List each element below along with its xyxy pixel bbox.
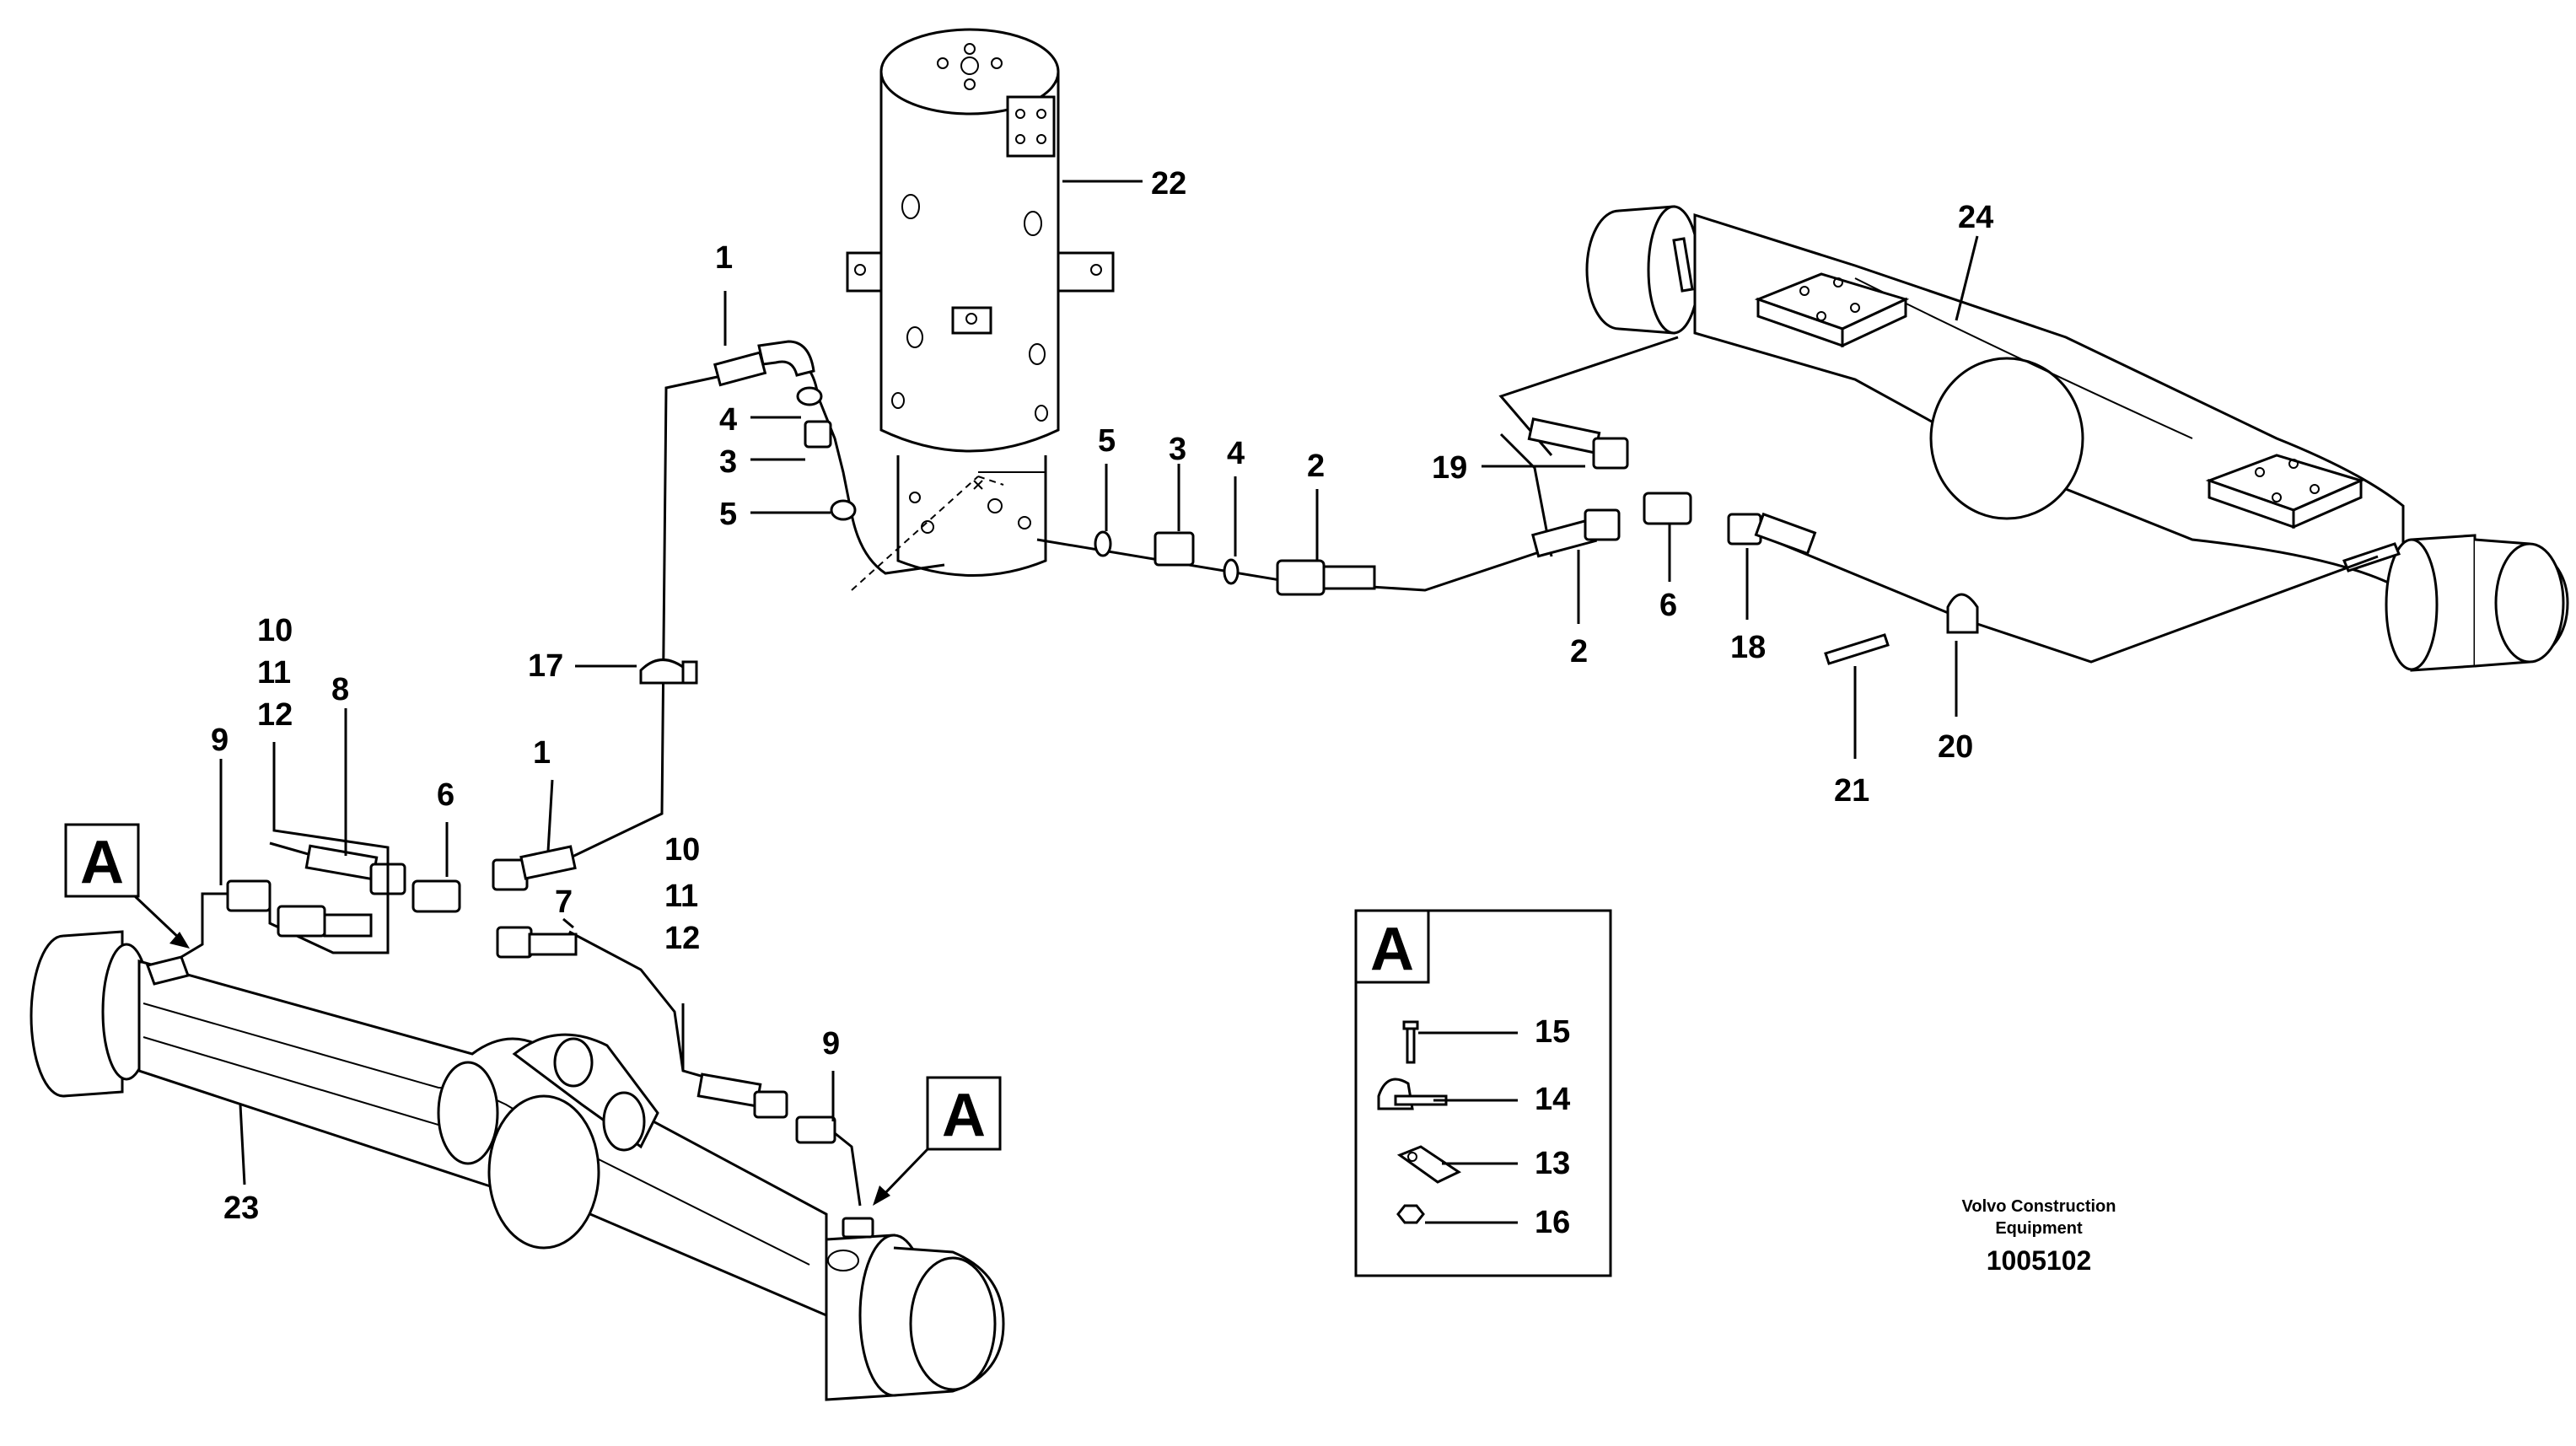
brand-line-2: Equipment — [1995, 1219, 2083, 1238]
front-axle — [30, 930, 1005, 1401]
label-5-mid: 5 — [1098, 423, 1116, 459]
svg-text:A: A — [1370, 916, 1414, 983]
label-21: 21 — [1834, 773, 1869, 809]
label-5-upper: 5 — [719, 497, 737, 532]
label-8: 8 — [331, 672, 349, 707]
label-1-upper: 1 — [715, 240, 733, 276]
label-18: 18 — [1730, 630, 1766, 665]
label-1-lower: 1 — [533, 735, 551, 771]
label-2-upper: 2 — [1307, 449, 1325, 484]
label-15: 15 — [1535, 1014, 1570, 1050]
detail-a-box: A 15 14 13 16 — [1354, 909, 1612, 1277]
central-swivel-joint — [846, 28, 1115, 591]
label-17: 17 — [528, 648, 563, 684]
label-6-left: 6 — [437, 777, 454, 813]
leader-lines — [219, 291, 1958, 1121]
label-22: 22 — [1151, 166, 1186, 202]
label-7: 7 — [555, 884, 573, 920]
label-19: 19 — [1432, 450, 1467, 486]
label-9-left: 9 — [211, 723, 229, 758]
label-24: 24 — [1958, 200, 1993, 235]
label-4-upper: 4 — [719, 402, 737, 438]
callout-a-right: A — [873, 1076, 1002, 1206]
label-10-left: 10 — [257, 613, 293, 648]
label-20: 20 — [1938, 729, 1973, 765]
fittings — [226, 340, 1979, 1239]
label-16: 16 — [1535, 1205, 1570, 1240]
label-13: 13 — [1535, 1146, 1570, 1181]
svg-text:A: A — [942, 1082, 986, 1149]
drawing-number: 1005102 — [1987, 1245, 2092, 1276]
label-3-upper: 3 — [719, 444, 737, 480]
svg-text:A: A — [80, 829, 124, 896]
rear-axle — [1585, 205, 2569, 672]
label-2-right: 2 — [1570, 634, 1588, 669]
label-12-right: 12 — [664, 921, 700, 956]
label-14: 14 — [1535, 1082, 1570, 1117]
label-9-right: 9 — [822, 1026, 840, 1062]
label-6-right: 6 — [1659, 588, 1677, 623]
label-12-left: 12 — [257, 697, 293, 733]
label-11-left: 11 — [257, 655, 291, 691]
label-23: 23 — [223, 1191, 259, 1226]
brand-line-1: Volvo Construction — [1962, 1197, 2116, 1216]
callout-a-left: A — [64, 823, 190, 949]
label-3-mid: 3 — [1169, 432, 1186, 467]
label-10-right: 10 — [664, 832, 700, 868]
label-4-mid: 4 — [1227, 436, 1245, 471]
label-11-right: 11 — [664, 879, 698, 914]
